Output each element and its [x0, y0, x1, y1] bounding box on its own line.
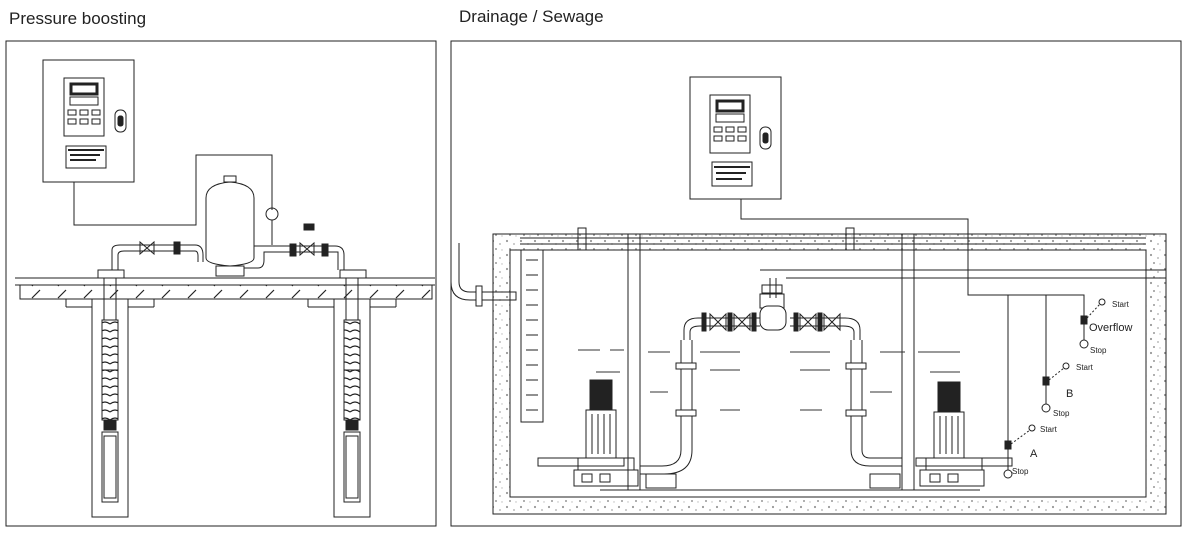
drainage-sewage-diagram	[450, 40, 1182, 527]
well-left	[65, 269, 155, 518]
valve-left-1	[139, 240, 155, 256]
float-switch-b	[1041, 362, 1070, 413]
float-switch-a	[1003, 424, 1036, 479]
submersible-pump-right	[919, 381, 985, 487]
panel-frame-left	[5, 40, 437, 527]
ladder	[520, 249, 544, 423]
a-level-label: A	[1030, 448, 1038, 460]
ground-slab	[19, 284, 433, 300]
float-switch-overflow	[1079, 298, 1106, 349]
panel-title-pressure-boosting: Pressure boosting	[9, 9, 147, 28]
control-cable-right	[740, 199, 1085, 315]
submersible-pump-left	[573, 379, 639, 487]
a-stop-label: Stop	[1012, 467, 1029, 476]
b-level-label: B	[1066, 388, 1073, 400]
control-cabinet-right	[689, 76, 782, 200]
well-right	[307, 269, 397, 518]
panel-title-drainage-sewage: Drainage / Sewage	[459, 7, 604, 26]
valve-left-2	[299, 241, 315, 257]
overflow-start-label: Start	[1112, 300, 1130, 309]
control-cabinet-left	[42, 59, 135, 183]
b-start-label: Start	[1076, 363, 1094, 372]
pit-walls	[492, 233, 1167, 515]
b-stop-label: Stop	[1053, 409, 1070, 418]
control-cable-left	[73, 154, 273, 226]
overflow-stop-label: Stop	[1090, 346, 1107, 355]
panel-frame-right	[450, 40, 1182, 527]
overflow-level-label: Overflow	[1089, 322, 1132, 334]
pressure-vessel	[205, 175, 255, 277]
pressure-boosting-diagram	[5, 40, 437, 527]
a-start-label: Start	[1040, 425, 1058, 434]
water-surface	[578, 349, 960, 411]
